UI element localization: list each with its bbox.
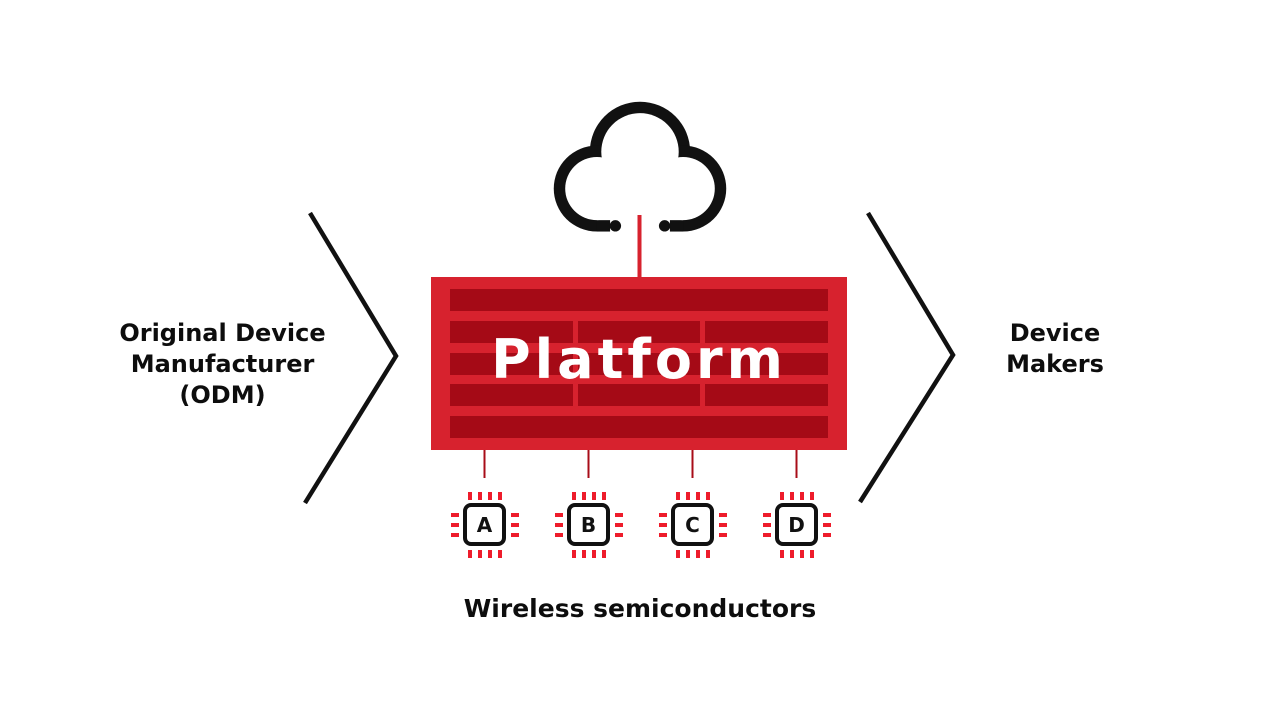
platform-label: Platform	[491, 328, 787, 391]
chip-pins-bottom	[676, 550, 710, 558]
platform-bar-segment	[450, 352, 573, 375]
platform-bars	[450, 289, 829, 438]
chip-pins-top	[572, 492, 606, 500]
chip-label: C	[671, 503, 714, 546]
platform-bar-segment	[705, 384, 829, 407]
chip-icon: B	[554, 490, 624, 560]
left-chevron-icon	[303, 211, 399, 505]
chip-label: D	[775, 503, 818, 546]
chip-pins-right	[511, 513, 519, 537]
chip-label: B	[567, 503, 610, 546]
platform-bar-segment	[705, 320, 829, 343]
chip-pins-left	[555, 513, 563, 537]
platform-bar-row	[450, 352, 829, 375]
chip-pins-bottom	[780, 550, 814, 558]
platform-bar-segment	[577, 352, 701, 375]
chip-pins-right	[823, 513, 831, 537]
chip-pins-right	[615, 513, 623, 537]
chip-pins-left	[451, 513, 459, 537]
platform-bar-segment	[450, 320, 573, 343]
platform-bar-row	[450, 289, 828, 311]
chip-icon: C	[658, 490, 728, 560]
chip-pins-left	[659, 513, 667, 537]
chip-pins-top	[468, 492, 502, 500]
platform-bar-segment	[577, 384, 701, 407]
platform-bar-segment	[705, 352, 829, 375]
chip-icon: D	[762, 490, 832, 560]
chip-icon: A	[450, 490, 520, 560]
platform-bar-row	[450, 416, 828, 438]
chip-pins-left	[763, 513, 771, 537]
right-chevron-icon	[858, 211, 956, 504]
platform-bar-segment	[577, 320, 701, 343]
platform-bar-segment	[450, 384, 573, 407]
wireless-semiconductors-label: Wireless semiconductors	[463, 594, 817, 623]
chip-label: A	[463, 503, 506, 546]
platform-block: Platform	[431, 277, 847, 450]
chip-pins-right	[719, 513, 727, 537]
device-makers-label: Device Makers	[1006, 319, 1104, 378]
chip-pins-top	[676, 492, 710, 500]
platform-bar-row	[450, 320, 829, 343]
chip-pins-top	[780, 492, 814, 500]
chip-pins-bottom	[572, 550, 606, 558]
odm-label: Original Device Manufacturer (ODM)	[119, 319, 326, 409]
cloud-icon	[553, 101, 727, 238]
chip-pins-bottom	[468, 550, 502, 558]
platform-bar-row	[450, 384, 829, 407]
